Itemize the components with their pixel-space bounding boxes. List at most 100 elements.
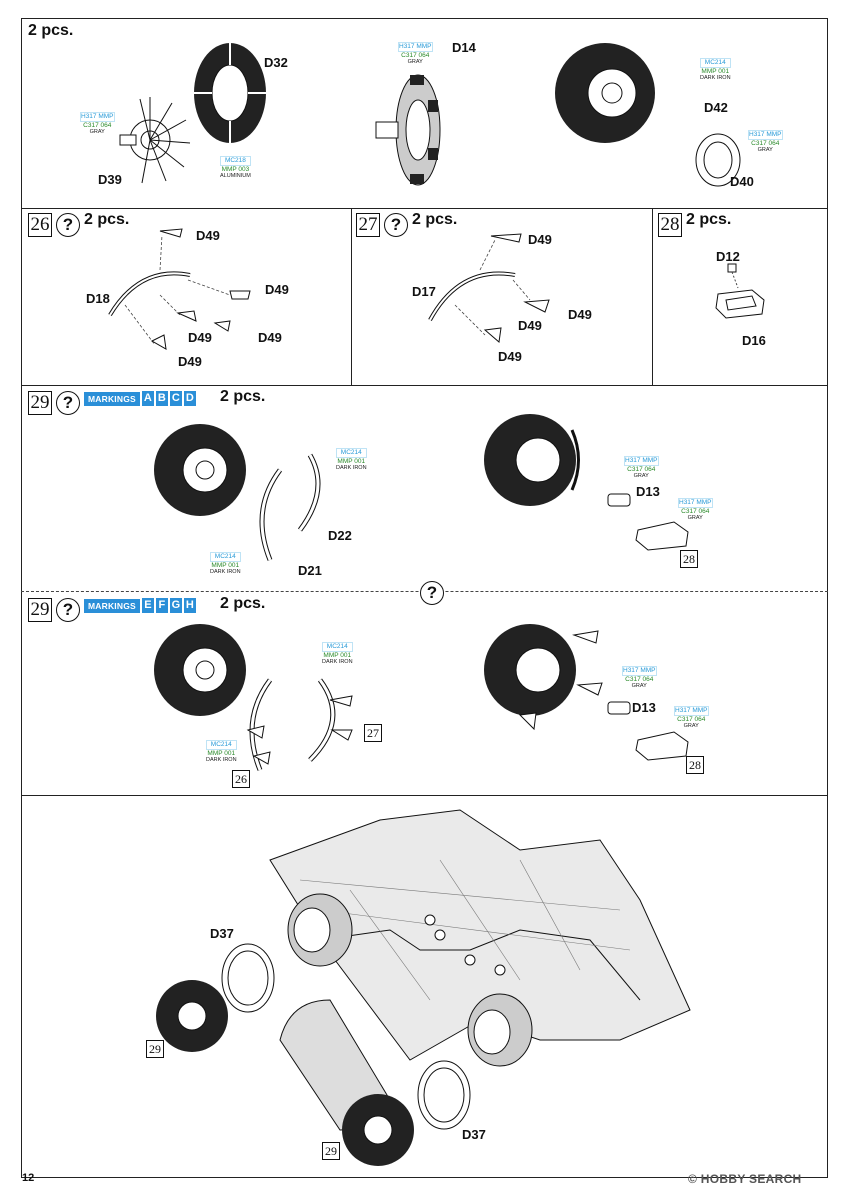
section-divider xyxy=(21,795,828,796)
step-reference: 26 xyxy=(232,770,250,788)
quantity-label: 2 pcs. xyxy=(220,388,266,405)
marking-letter: E xyxy=(141,598,154,613)
step-number: 29 xyxy=(28,598,52,622)
d39-fan-drawing xyxy=(119,97,191,184)
step-reference: 29 xyxy=(146,1040,164,1058)
markings-badge: MARKINGS E F G H xyxy=(84,598,196,613)
markings-badge: MARKINGS A B C D xyxy=(84,391,196,406)
watermark: © HOBBY SEARCH xyxy=(688,1172,802,1186)
part-label: D17 xyxy=(412,284,436,299)
d17-exhaust-ring-drawing xyxy=(428,233,550,343)
section-divider xyxy=(351,208,352,385)
part-label: D18 xyxy=(86,291,110,306)
quantity-label: 2 pcs. xyxy=(220,595,266,612)
step-reference: 28 xyxy=(680,550,698,568)
part-label: D12 xyxy=(716,249,740,264)
section-divider xyxy=(21,385,828,386)
part-label: D49 xyxy=(265,282,289,297)
part-label: D22 xyxy=(328,528,352,543)
markings-label: MARKINGS xyxy=(84,598,140,613)
engine-e-assembled-drawing xyxy=(484,624,603,731)
d13-part-drawing xyxy=(607,493,631,507)
marking-letter: H xyxy=(183,598,196,613)
marking-letter: D xyxy=(183,391,196,406)
part-label: D42 xyxy=(704,100,728,115)
markings-label: MARKINGS xyxy=(84,391,140,406)
engine-29-drawing xyxy=(342,1094,414,1166)
bracket-28-drawing xyxy=(635,521,689,551)
question-icon: ? xyxy=(420,581,444,605)
section-divider xyxy=(21,208,828,209)
marking-letter: G xyxy=(169,598,182,613)
d37-cowl-drawing xyxy=(417,1060,471,1130)
d13-part-drawing xyxy=(607,701,631,715)
quantity-label: 2 pcs. xyxy=(84,211,130,228)
part-label: D49 xyxy=(528,232,552,247)
part-label: D40 xyxy=(730,174,754,189)
part-label: D13 xyxy=(636,484,660,499)
step-number: 29 xyxy=(28,391,52,415)
part-label: D49 xyxy=(196,228,220,243)
page-number: 12 xyxy=(22,1172,35,1184)
marking-letter: B xyxy=(155,391,168,406)
part-label: D49 xyxy=(518,318,542,333)
marking-letter: F xyxy=(155,598,168,613)
part-label: D49 xyxy=(178,354,202,369)
step-reference: 29 xyxy=(322,1142,340,1160)
part-label: D13 xyxy=(632,700,656,715)
step-number: 26 xyxy=(28,213,52,237)
exhaust-e-drawing xyxy=(246,678,353,771)
marking-letter: C xyxy=(169,391,182,406)
step-number: 27 xyxy=(356,213,380,237)
part-label: D39 xyxy=(98,172,122,187)
part-label: D49 xyxy=(568,307,592,322)
step-number: 28 xyxy=(658,213,682,237)
part-label: D49 xyxy=(188,330,212,345)
d37-cowl-drawing xyxy=(221,943,275,1013)
d42-engine-drawing xyxy=(555,43,655,143)
question-icon: ? xyxy=(56,598,80,622)
engine-29-drawing xyxy=(156,980,228,1052)
d16-bracket-drawing xyxy=(715,263,765,319)
d22-d21-exhaust-drawing xyxy=(259,453,321,561)
section-divider xyxy=(652,208,653,385)
question-icon: ? xyxy=(56,391,80,415)
d40-cowl-drawing xyxy=(695,133,741,187)
quantity-label: 2 pcs. xyxy=(28,22,74,39)
part-label: D37 xyxy=(462,1127,486,1142)
engine-a-drawing xyxy=(154,424,246,516)
d18-exhaust-ring-drawing xyxy=(108,228,251,350)
part-label: D14 xyxy=(452,40,476,55)
watermark-text: HOBBY SEARCH xyxy=(700,1172,802,1186)
part-label: D49 xyxy=(258,330,282,345)
copyright-circle-icon: © xyxy=(688,1172,698,1186)
engine-e-drawing xyxy=(154,624,246,716)
part-label: D32 xyxy=(264,55,288,70)
engine-with-d14-drawing xyxy=(375,74,441,186)
quantity-label: 2 pcs. xyxy=(412,211,458,228)
d32-cylinder-ring-drawing xyxy=(194,43,266,143)
part-label: D37 xyxy=(210,926,234,941)
part-label: D49 xyxy=(498,349,522,364)
marking-letter: A xyxy=(141,391,154,406)
part-label: D16 xyxy=(742,333,766,348)
quantity-label: 2 pcs. xyxy=(686,211,732,228)
part-label: D21 xyxy=(298,563,322,578)
question-icon: ? xyxy=(384,213,408,237)
aircraft-wing-drawing xyxy=(269,809,691,1131)
page-frame xyxy=(21,18,828,1178)
question-icon: ? xyxy=(56,213,80,237)
step-reference: 28 xyxy=(686,756,704,774)
